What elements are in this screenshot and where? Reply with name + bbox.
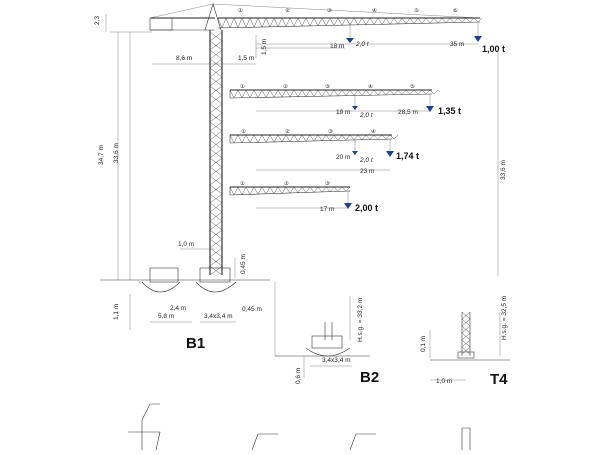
counter-jib-dim: 8,6 m — [176, 55, 192, 62]
jib-variant: ① ② ③ 2,00 t 17 m — [229, 180, 378, 213]
jib-segment-marker: ④ — [371, 128, 376, 135]
slope-dim: 1,0 m — [178, 241, 194, 248]
ballast-block — [149, 267, 179, 283]
main-reach-mid: 18 m — [330, 43, 344, 50]
jib-segment-marker: ⑤ — [410, 83, 415, 90]
b1-label: B1 — [186, 335, 205, 352]
jib-segment-marker: ③ — [325, 83, 330, 90]
jib-segment-marker: ① — [240, 83, 245, 90]
jib-height-dim: 2,3 — [94, 16, 101, 25]
hook-icon — [352, 106, 358, 110]
t4-h: 0,1 m — [420, 336, 427, 352]
base-t4: H.s.g. = 32,5 m 0,1 m 1,0 m T4 — [420, 296, 510, 388]
jib-segment-marker: ⑥ — [453, 7, 458, 14]
variant-load-mid: 2,0 t — [359, 112, 374, 119]
b1-width: 5,8 m — [158, 313, 174, 320]
b1-offset: 0,45 m — [242, 306, 262, 313]
b2-h: 0,6 m — [295, 368, 302, 384]
variant-load-mid: 2,0 t — [359, 157, 374, 164]
hook-icon — [344, 203, 352, 209]
variant-reach-max: 17 m — [320, 206, 334, 213]
mast: 34,7 m 33,6 m 33,6 m 1,0 m 0,45 m — [98, 30, 507, 280]
jib-segment-marker: ① — [241, 128, 246, 135]
ballast-block — [199, 267, 231, 283]
main-load: 1,00 t — [482, 44, 505, 54]
jib-segment-marker: ④ — [368, 83, 373, 90]
t4-label: T4 — [490, 371, 508, 388]
hook-icon — [352, 151, 358, 155]
main-load-mid: 2,0 t — [355, 41, 370, 48]
offset-vertical-dim: 1,5 m — [261, 39, 268, 55]
variant-load: 2,00 t — [355, 203, 378, 213]
jib-segment-marker: ③ — [327, 7, 332, 14]
mast-height-total: 34,7 m — [98, 145, 105, 165]
hook-icon — [474, 36, 482, 42]
b2-hsg: H.s.g. = 33,2 m — [357, 298, 364, 342]
cropped-figures — [128, 403, 471, 451]
mast-height-hook: 33,6 m — [113, 143, 120, 163]
hook-icon — [426, 106, 434, 112]
jib-segment-marker: ④ — [372, 7, 377, 14]
jib-segment-marker: ② — [285, 7, 290, 14]
jib-segment-marker: ③ — [328, 128, 333, 135]
b1-inner: 2,4 m — [170, 305, 186, 312]
b2-label: B2 — [360, 369, 379, 386]
ballast-block — [311, 335, 343, 349]
counter-weight — [149, 17, 173, 31]
b1-square: 3,4x3,4 m — [204, 313, 233, 320]
variant-reach-mid: 20 m — [336, 154, 350, 161]
jib-variant: ① ② ③ ④ ⑤ 1,35 t 28,5 m 19 m 2,0 t — [229, 83, 461, 119]
mast-base-h: 0,45 m — [240, 254, 247, 274]
variant-reach-mid: 19 m — [336, 109, 350, 116]
jib-segment-marker: ② — [285, 128, 290, 135]
t4-w: 1,0 m — [436, 378, 452, 385]
jib-segment-marker: ① — [240, 180, 245, 187]
jib-variant: ① ② ③ ④ 1,74 t 23 m 20 m 2,0 t — [229, 128, 419, 175]
variant-reach-max: 28,5 m — [398, 109, 418, 116]
base-b1: 1,1 m 5,8 m 2,4 m 3,4x3,4 m 0,45 m B1 — [100, 267, 270, 352]
main-reach-max: 35 m — [450, 41, 464, 48]
jib-segment-marker: ② — [283, 83, 288, 90]
variant-load: 1,74 t — [396, 151, 419, 161]
offset-dim: 1,5 m — [238, 55, 254, 62]
jib-segment-marker: ② — [284, 180, 289, 187]
jib-segment-marker: ⑤ — [414, 7, 419, 14]
base-b2: H.s.g. = 33,2 m 3,4x3,4 m 0,6 m B2 — [274, 282, 379, 386]
b2-square: 3,4x3,4 m — [322, 357, 351, 364]
b1-left-h: 1,1 m — [113, 304, 120, 320]
hook-icon — [346, 38, 354, 43]
hook-icon — [386, 151, 394, 157]
mast-height-right: 33,6 m — [500, 160, 507, 180]
variant-load: 1,35 t — [438, 106, 461, 116]
variant-reach-max: 23 m — [360, 168, 374, 175]
jib-segment-marker: ① — [238, 7, 243, 14]
jib-segment-marker: ③ — [325, 180, 330, 187]
t4-hsg: H.s.g. = 32,5 m — [501, 296, 508, 340]
jib-variants: ① ② ③ ④ ⑤ 1,35 t 28,5 m 19 m 2,0 t ① ② ③ ④ 1,74 t 23 m… — [229, 83, 461, 213]
